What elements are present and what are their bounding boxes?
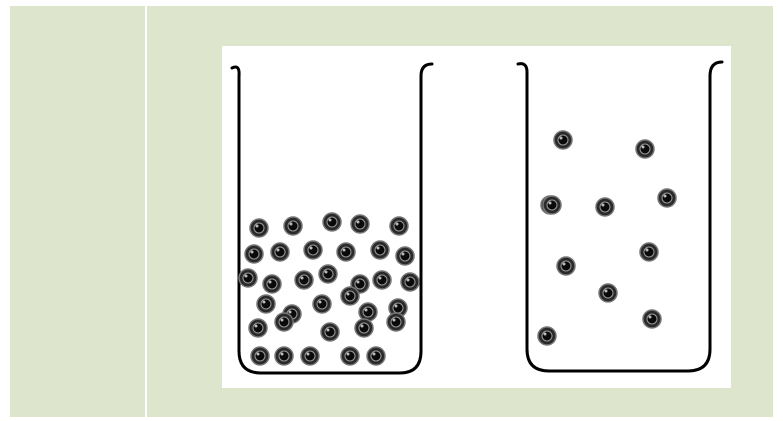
left-particle: [341, 287, 359, 305]
left-particle: [271, 243, 289, 261]
left-beaker-particles: [239, 213, 419, 365]
left-particle: [263, 275, 281, 293]
left-particle: [251, 347, 269, 365]
left-particle: [249, 319, 267, 337]
left-particle: [351, 215, 369, 233]
left-particle: [250, 219, 268, 237]
left-particle: [295, 271, 313, 289]
left-particle: [239, 269, 257, 287]
left-particle: [355, 319, 373, 337]
right-beaker: [518, 62, 722, 371]
left-particle: [313, 295, 331, 313]
beakers-svg: [222, 46, 731, 388]
left-particle: [301, 347, 319, 365]
left-particle: [367, 347, 385, 365]
left-particle: [390, 217, 408, 235]
left-particle: [373, 271, 391, 289]
left-particle: [257, 295, 275, 313]
right-particle: [538, 327, 556, 345]
right-particle: [636, 140, 654, 158]
right-particle: [543, 196, 561, 214]
right-particle: [643, 310, 661, 328]
beakers-figure: [222, 46, 731, 388]
left-particle: [323, 213, 341, 231]
left-particle: [321, 323, 339, 341]
right-particle: [557, 257, 575, 275]
right-particle: [599, 284, 617, 302]
left-particle: [304, 241, 322, 259]
right-particle: [640, 243, 658, 261]
right-particle: [658, 189, 676, 207]
right-beaker-particles: [538, 131, 676, 345]
left-particle: [245, 245, 263, 263]
left-particle: [275, 313, 293, 331]
left-particle: [275, 347, 293, 365]
left-particle: [401, 273, 419, 291]
table-cell-left: [10, 6, 147, 417]
right-particle: [596, 198, 614, 216]
left-particle: [387, 313, 405, 331]
left-particle: [337, 243, 355, 261]
left-particle: [396, 247, 414, 265]
left-particle: [371, 241, 389, 259]
left-particle: [359, 303, 377, 321]
left-particle: [284, 217, 302, 235]
right-particle: [554, 131, 572, 149]
left-particle: [341, 347, 359, 365]
left-particle: [319, 265, 337, 283]
